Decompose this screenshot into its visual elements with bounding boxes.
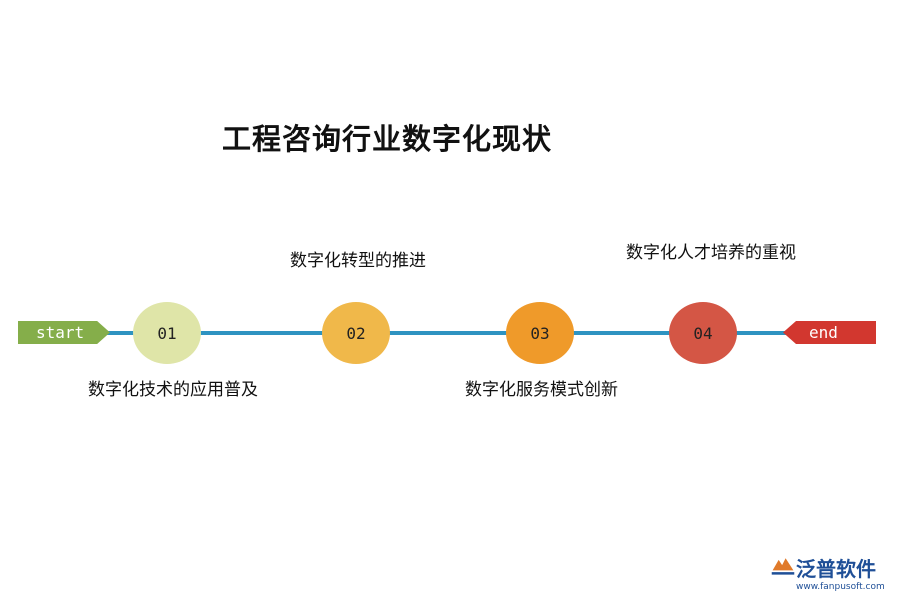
step-node-03: 03 — [506, 302, 574, 364]
logo-icon — [771, 558, 795, 575]
start-flag: start — [18, 321, 110, 344]
end-flag: end — [783, 321, 876, 344]
page-title: 工程咨询行业数字化现状 — [222, 122, 553, 156]
logo-name: 泛普软件 — [796, 557, 876, 581]
step-node-01: 01 — [133, 302, 201, 364]
step-node-04: 04 — [669, 302, 737, 364]
step-label-02: 数字化转型的推进 — [290, 251, 426, 271]
step-label-04: 数字化人才培养的重视 — [626, 243, 796, 263]
step-label-03: 数字化服务模式创新 — [465, 380, 618, 400]
timeline-track — [100, 331, 800, 335]
logo-url: www.fanpusoft.com — [796, 582, 885, 592]
step-node-02: 02 — [322, 302, 390, 364]
step-label-01: 数字化技术的应用普及 — [88, 380, 258, 400]
